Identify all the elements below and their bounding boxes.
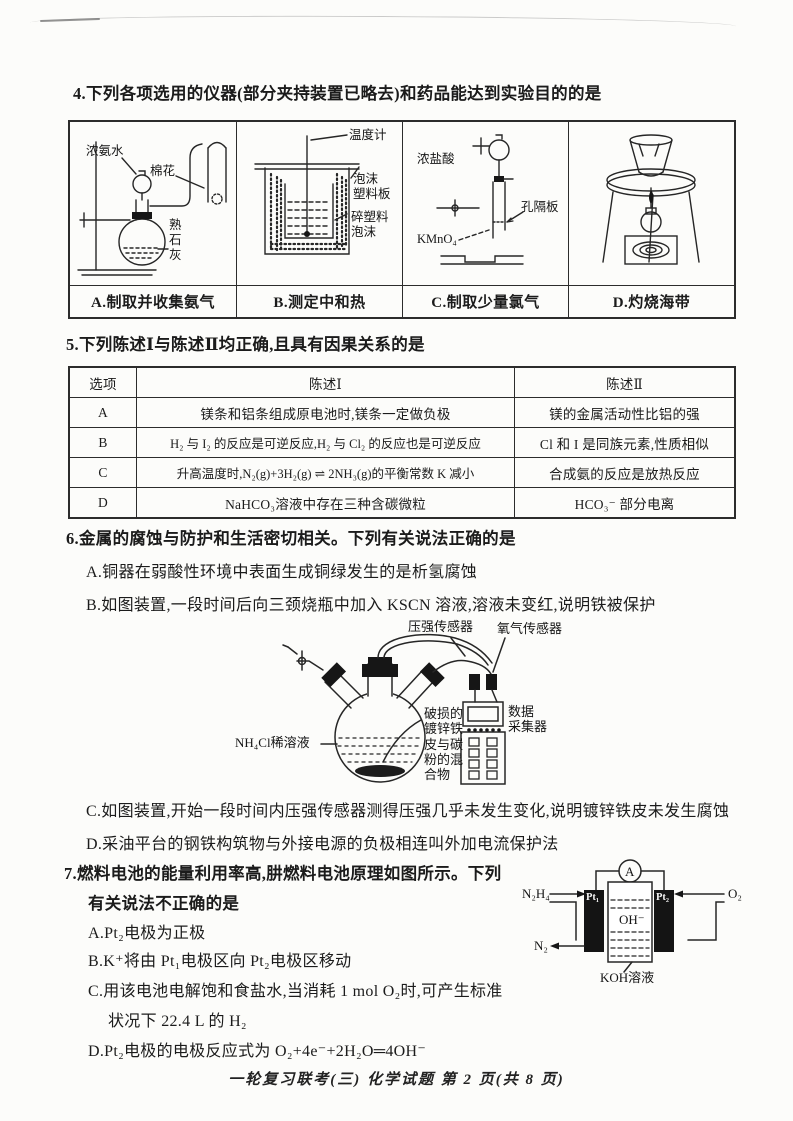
electrode-pt1-label: Pt₁ xyxy=(586,892,600,903)
q5-header-statement1: 陈述Ⅰ xyxy=(136,368,514,397)
q5-row-d-statement2: HCO₃⁻ 部分电离 xyxy=(514,487,734,517)
galvanized-iron-mixture-label: 破损的 镀锌铁 皮与碳 粉的混 合物 xyxy=(424,706,464,783)
q7-option-c-line1: C.用该电池电解饱和食盐水,当消耗 1 mol O₂时,可产生标准 xyxy=(88,983,503,1000)
oxygen-sensor-label: 氧气传感器 xyxy=(497,621,563,636)
q5-row-b-option: B xyxy=(70,427,136,457)
q7-option-a: A.Pt₂电极为正极 xyxy=(88,925,206,942)
q5-row-c-option: C xyxy=(70,457,136,487)
q5-row-d-statement1: NaHCO₃溶液中存在三种含碳微粒 xyxy=(136,487,514,517)
q5-row-d-option: D xyxy=(70,487,136,517)
q7-fuel-cell-figure: A Pt₁ Pt₂ OH⁻ N₂H₄ N₂ O₂ KOH溶液 xyxy=(520,856,755,988)
label-conc-ammonia: 浓氨水 xyxy=(86,144,124,158)
q6-corrosion-figure: 压强传感器 氧气传感器 数据 采集器 NH₄Cl稀溶液 破损的 镀锌铁 皮与碳 … xyxy=(205,618,565,796)
label-perforated-plate: 孔隔板 xyxy=(521,200,559,214)
q5-stem: 5.下列陈述Ⅰ与陈述Ⅱ均正确,且具有因果关系的是 xyxy=(66,335,425,354)
q7-option-c-line2: 状况下 22.4 L 的 H₂ xyxy=(108,1013,247,1030)
scan-artifact-line xyxy=(29,14,737,35)
koh-solution-label: KOH溶液 xyxy=(600,970,655,985)
electrode-pt2-label: Pt₂ xyxy=(656,892,670,903)
q7-stem-line2: 有关说法不正确的是 xyxy=(88,894,240,913)
ammeter-label: A xyxy=(625,864,635,879)
q5-row-c-statement2: 合成氨的反应是放热反应 xyxy=(514,457,734,487)
q4-caption-b: B.测定中和热 xyxy=(236,285,402,317)
q6-option-b: B.如图装置,一段时间后向三颈烧瓶中加入 KSCN 溶液,溶液未变红,说明铁被保… xyxy=(86,597,656,614)
chlorine-apparatus-figure xyxy=(436,134,524,265)
q5-row-c-statement1: 升高温度时,N₂(g)+3H₂(g) ⇌ 2NH₃(g)的平衡常数 K 减小 xyxy=(136,457,514,487)
hydrazine-in-label: N₂H₄ xyxy=(522,886,550,901)
page-footer: 一轮复习联考(三) 化学试题 第 2 页(共 8 页) xyxy=(228,1072,565,1088)
pressure-sensor-label: 压强传感器 xyxy=(408,619,474,634)
q4-figure-c: 浓盐酸 孔隔板 KMnO₄ xyxy=(402,122,568,285)
q4-caption-a: A.制取并收集氨气 xyxy=(70,285,236,317)
three-neck-flask-svg xyxy=(282,633,506,785)
q4-figure-a: 浓氨水 棉花 熟 石 灰 xyxy=(70,122,236,285)
crucible-heating-figure xyxy=(602,134,700,265)
label-foam-board: 泡沫 塑料板 xyxy=(353,172,391,201)
label-thermometer: 温度计 xyxy=(349,128,387,142)
ammonia-apparatus-figure xyxy=(77,141,227,276)
q5-header-statement2: 陈述Ⅱ xyxy=(514,368,734,397)
q5-row-b-statement1: H₂ 与 I₂ 的反应是可逆反应,H₂ 与 Cl₂ 的反应也是可逆反应 xyxy=(136,427,514,457)
label-conc-hcl: 浓盐酸 xyxy=(417,152,455,166)
label-cotton: 棉花 xyxy=(150,164,176,178)
q5-row-a-statement1: 镁条和铝条组成原电池时,镁条一定做负极 xyxy=(136,397,514,427)
hydroxide-ion-label: OH⁻ xyxy=(618,912,646,928)
q4-caption-d: D.灼烧海带 xyxy=(568,285,734,317)
q4-apparatus-table: 浓氨水 棉花 熟 石 灰 xyxy=(68,120,736,319)
label-foam-bits: 碎塑料 泡沫 xyxy=(351,210,389,239)
q7-option-d: D.Pt₂电极的电极反应式为 O₂+4e⁻+2H₂O═4OH⁻ xyxy=(88,1043,427,1060)
q5-header-option: 选项 xyxy=(89,376,117,392)
q4-figure-d xyxy=(568,122,734,285)
q5-row-b-statement2: Cl 和 I 是同族元素,性质相似 xyxy=(514,427,734,457)
q7-option-b: B.K⁺将由 Pt₁电极区向 Pt₂电极区移动 xyxy=(88,953,352,970)
q6-option-c: C.如图装置,开始一段时间内压强传感器测得压强几乎未发生变化,说明镀锌铁皮未发生… xyxy=(86,803,730,820)
q5-row-a-statement2: 镁的金属活动性比铝的强 xyxy=(514,397,734,427)
data-collector-label: 数据 采集器 xyxy=(508,704,548,735)
q6-option-d: D.采油平台的钢铁构筑物与外接电源的负极相连叫外加电流保护法 xyxy=(86,836,559,853)
q4-figure-b: 温度计 泡沫 塑料板 碎塑料 泡沫 xyxy=(236,122,402,285)
q4-stem: 4.下列各项选用的仪器(部分夹持装置已略去)和药品能达到实验目的的是 xyxy=(73,84,602,103)
nh4cl-solution-label: NH₄Cl稀溶液 xyxy=(235,735,310,750)
label-kmno4: KMnO₄ xyxy=(417,232,457,246)
q6-stem: 6.金属的腐蚀与防护和生活密切相关。下列有关说法正确的是 xyxy=(66,529,516,548)
q7-stem-line1: 7.燃料电池的能量利用率高,肼燃料电池原理如图所示。下列 xyxy=(64,864,502,883)
neutralization-heat-figure xyxy=(254,134,360,255)
q6-option-a: A.铜器在弱酸性环境中表面生成铜绿发生的是析氢腐蚀 xyxy=(86,564,478,581)
q4-caption-c: C.制取少量氯气 xyxy=(402,285,568,317)
label-quicklime: 熟 石 灰 xyxy=(169,218,182,262)
nitrogen-out-label: N₂ xyxy=(534,938,548,953)
q5-row-a-option: A xyxy=(70,397,136,427)
oxygen-in-label: O₂ xyxy=(728,886,742,901)
q5-statements-table: 选项 陈述Ⅰ 陈述Ⅱ A 镁条和铝条组成原电池时,镁条一定做负极 镁的金属活动性… xyxy=(68,366,736,519)
